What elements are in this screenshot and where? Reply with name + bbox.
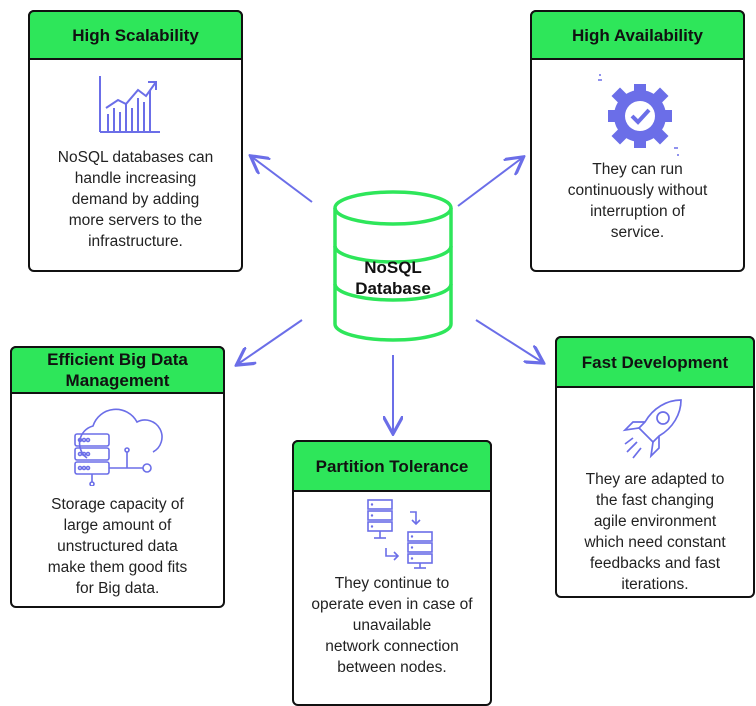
arrow-to-scalability	[252, 157, 313, 203]
body-line: which need constant	[584, 534, 726, 551]
card-body: They are adapted to the fast changing ag…	[557, 469, 753, 595]
database-label-line2: Database	[355, 279, 431, 298]
body-line: large amount of	[63, 517, 172, 534]
card-high-availability: High Availability They can run continuou…	[530, 10, 745, 272]
card-title: Efficient Big Data Management	[10, 346, 225, 394]
body-line: agile environment	[593, 513, 717, 530]
cloud-server-icon	[74, 408, 163, 486]
body-line: between nodes.	[337, 659, 447, 676]
card-body: NoSQL databases can handle increasing de…	[30, 147, 241, 252]
gear-check-icon	[598, 74, 679, 156]
body-line: NoSQL databases can	[57, 149, 214, 166]
body-line: Storage capacity of	[51, 496, 184, 513]
card-title: Partition Tolerance	[292, 440, 492, 492]
body-line: make them good fits	[47, 559, 188, 576]
body-line: iterations.	[621, 576, 689, 593]
card-title-line1: Efficient Big Data	[47, 350, 188, 369]
body-line-part: operate even in case	[311, 596, 456, 613]
rocket-icon	[622, 399, 682, 459]
card-title: High Availability	[530, 10, 745, 60]
server-sync-icon	[367, 499, 433, 569]
body-line: continuously without	[567, 182, 708, 199]
body-line: network connection	[325, 638, 459, 655]
arrow-to-availability	[457, 158, 522, 207]
body-line: the fast changing	[595, 492, 715, 509]
body-line: more servers to the	[68, 212, 203, 229]
card-body: They can run continuously without interr…	[532, 159, 743, 243]
body-line: for Big data.	[75, 580, 160, 597]
body-line: demand by adding	[71, 191, 200, 208]
body-line: unstructured data	[57, 538, 178, 555]
body-line: infrastructure.	[88, 233, 183, 250]
body-line: service.	[610, 224, 665, 241]
card-body: Storage capacity of large amount of unst…	[12, 494, 223, 599]
card-title: Fast Development	[555, 336, 755, 388]
body-line: unavailable	[352, 617, 432, 634]
body-line: They can run	[592, 161, 683, 178]
card-fast-development: Fast Development They are adapted to the…	[555, 336, 755, 598]
card-efficient-big-data: Efficient Big Data Management Storage ca…	[10, 346, 225, 608]
growth-chart-icon	[99, 76, 160, 133]
body-line: They are adapted to	[585, 471, 725, 488]
body-line: interruption of	[590, 203, 685, 220]
body-line: feedbacks and fast	[589, 555, 721, 572]
arrow-to-development	[475, 319, 542, 362]
card-title: High Scalability	[28, 10, 243, 60]
database-label: NoSQL Database	[340, 257, 446, 299]
database-cylinder-icon	[333, 190, 453, 342]
card-high-scalability: High Scalability NoSQL databases can han…	[28, 10, 243, 272]
body-line-part: of	[459, 596, 473, 613]
card-title-line2: Management	[65, 371, 170, 390]
arrow-to-bigdata	[238, 319, 303, 364]
body-line: They continue to	[334, 575, 450, 592]
card-partition-tolerance: Partition Tolerance They continue to ope…	[292, 440, 492, 706]
database-label-line1: NoSQL	[364, 258, 422, 277]
card-body: They continue to operate even in case of…	[294, 573, 490, 678]
body-line: handle increasing	[74, 170, 197, 187]
body-line: operate even in case of	[294, 594, 490, 615]
